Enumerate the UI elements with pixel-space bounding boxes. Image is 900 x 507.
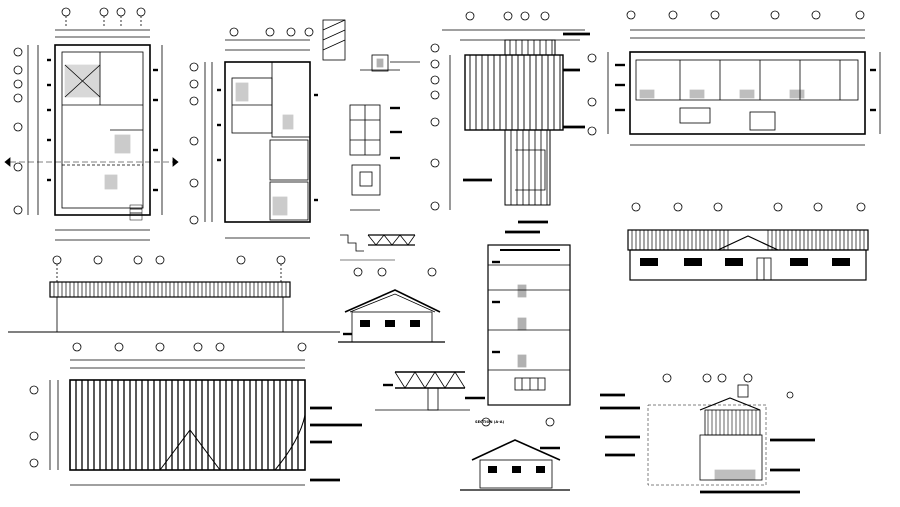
long-elevation-left: [8, 255, 340, 333]
side-elevation-gable: [338, 267, 445, 343]
detail-top-center: [322, 19, 420, 211]
front-elevation-large: [627, 202, 869, 281]
section-bottom-right: [600, 373, 815, 494]
section-tall: [487, 244, 571, 406]
long-plan: [587, 10, 881, 146]
truss-detail: [375, 371, 485, 411]
section-title: SECTION (A-A): [475, 420, 504, 424]
roof-plan-small: [430, 11, 590, 234]
roof-plan-large: [29, 342, 362, 486]
rear-gable-elevation: [460, 417, 570, 491]
truss-detail-top: [340, 234, 416, 261]
first-floor-plan: [189, 27, 318, 239]
ground-floor-plan: [4, 7, 179, 241]
